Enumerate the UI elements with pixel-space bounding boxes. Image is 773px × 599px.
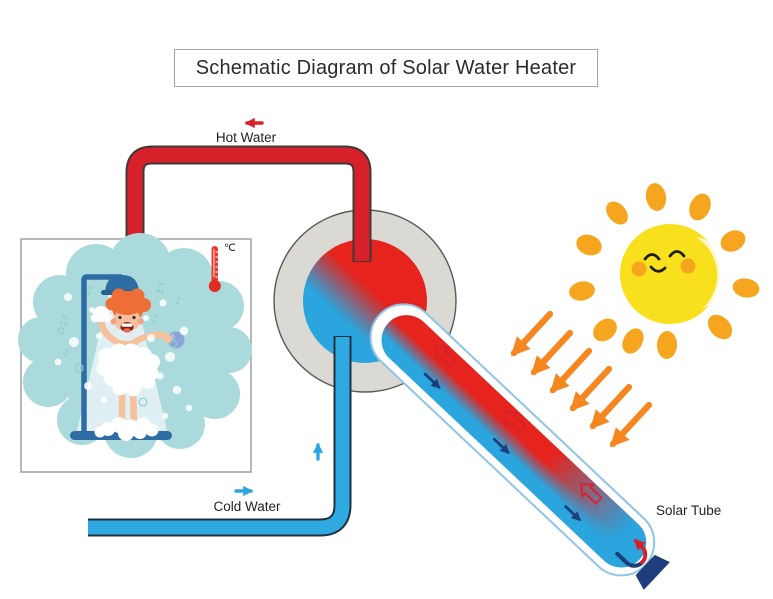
music-note-icon: ♫ — [58, 313, 69, 327]
hot-arrow-icon — [434, 346, 458, 368]
sun-face — [643, 250, 686, 273]
bubble-outlines — [57, 327, 178, 407]
sun-cheek — [680, 258, 696, 274]
sunlight-arrow-icon — [530, 329, 574, 376]
sun-cheek — [631, 261, 647, 277]
solar-tube-label: Solar Tube — [656, 503, 722, 518]
solar-tube-end-cold — [529, 454, 647, 568]
music-note-icon: ♪ — [63, 348, 69, 359]
thermometer-icon — [208, 246, 221, 292]
sunlight-arrow-icon — [510, 310, 554, 357]
sun-highlight — [696, 237, 727, 308]
music-notes: ♪ ♫ ♪ ♫ ♪ ♪ — [58, 281, 181, 359]
cold-flow-arrows — [423, 372, 582, 522]
child-arm-raised — [97, 316, 121, 346]
u-turn-arrow-icon — [615, 538, 648, 568]
hot-flow-arrows — [434, 346, 603, 505]
temperature-unit-label: ℃ — [224, 242, 236, 254]
solar-tube-tip — [635, 554, 670, 590]
cold-arrow-icon — [492, 437, 510, 454]
hot-arrow-icon — [580, 483, 603, 505]
title-box: Schematic Diagram of Solar Water Heater — [174, 49, 598, 87]
washcloth — [90, 306, 113, 323]
sunlight-arrow-icon — [609, 401, 653, 448]
sunlight-arrow-icon — [589, 383, 633, 430]
hot-arrow-icon — [503, 411, 527, 433]
child — [54, 288, 193, 441]
foam-at-feet — [94, 417, 159, 441]
cold-water-label: Cold Water — [213, 499, 281, 514]
cold-water-pipe — [88, 336, 352, 537]
shower-picture: ♪ ♫ ♪ ♫ ♪ ♪ — [18, 233, 252, 473]
sunlight-arrow-icon — [569, 365, 613, 412]
cold-arrow-icon — [564, 505, 582, 522]
sun-rays — [569, 183, 760, 359]
diagram-title: Schematic Diagram of Solar Water Heater — [195, 56, 577, 79]
sun-icon — [569, 183, 760, 359]
hot-water-pipe — [125, 145, 372, 262]
solar-tube — [369, 303, 670, 590]
music-note-icon: ♫ — [154, 281, 166, 296]
sun-body — [620, 224, 720, 324]
music-note-icon: ♪ — [175, 296, 181, 307]
foam-towel — [96, 343, 160, 397]
sunlight-arrows — [510, 310, 653, 448]
sunlight-arrow-icon — [549, 347, 593, 394]
cold-arrow-icon — [423, 372, 441, 389]
child-head — [105, 288, 151, 333]
bubbles — [54, 293, 193, 420]
music-note-icon: ♪ — [86, 284, 94, 298]
music-note-icon: ♪ — [152, 314, 158, 325]
hot-water-label: Hot Water — [215, 130, 277, 145]
shower-head — [105, 275, 139, 292]
